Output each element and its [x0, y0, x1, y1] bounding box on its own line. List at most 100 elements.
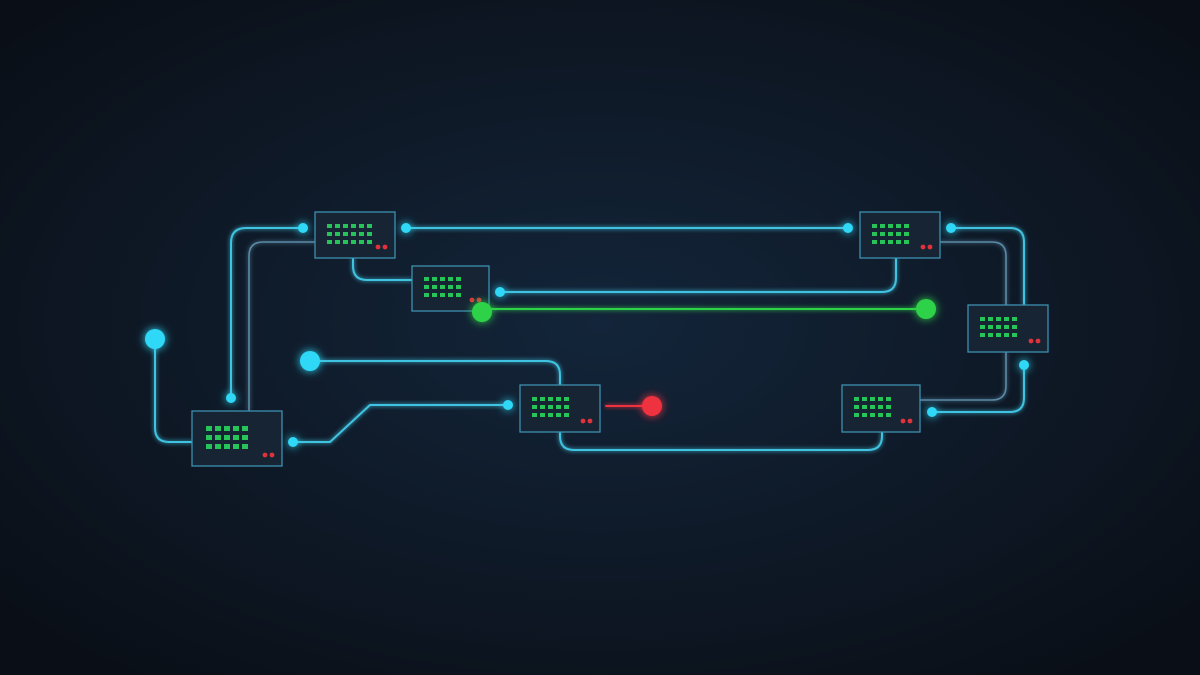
led-cell	[886, 405, 891, 409]
port-dot	[503, 400, 513, 410]
led-cell	[1004, 317, 1009, 321]
endpoint-left[interactable]	[145, 329, 165, 349]
alert-led	[927, 244, 933, 250]
led-grid	[327, 224, 372, 244]
led-cell	[862, 397, 867, 401]
port-dot	[298, 223, 308, 233]
led-cell	[854, 405, 859, 409]
led-cell	[556, 405, 561, 409]
led-cell	[896, 224, 901, 228]
led-cell	[343, 232, 348, 236]
led-cell	[367, 232, 372, 236]
port-dot	[927, 407, 937, 417]
led-cell	[896, 240, 901, 244]
led-cell	[335, 232, 340, 236]
led-cell	[548, 413, 553, 417]
led-grid	[206, 426, 248, 449]
link-endpoint-mid-to-center	[309, 360, 561, 386]
led-cell	[327, 232, 332, 236]
node-bottom-right[interactable]	[841, 384, 921, 433]
led-cell	[980, 325, 985, 329]
port-dot	[288, 437, 298, 447]
led-cell	[224, 444, 230, 449]
led-cell	[980, 317, 985, 321]
node-right[interactable]	[967, 304, 1049, 353]
led-cell	[424, 293, 429, 297]
led-cell	[564, 413, 569, 417]
node-center[interactable]	[519, 384, 601, 433]
led-cell	[233, 426, 239, 431]
led-cell	[440, 293, 445, 297]
link-mid-left-to-top-right	[499, 257, 897, 293]
led-cell	[556, 397, 561, 401]
led-cell	[335, 224, 340, 228]
led-cell	[448, 277, 453, 281]
alert-led	[920, 244, 926, 250]
led-cell	[980, 333, 985, 337]
led-grid	[532, 397, 569, 417]
led-cell	[215, 426, 221, 431]
port-dot	[495, 287, 505, 297]
led-cell	[367, 240, 372, 244]
led-cell	[862, 413, 867, 417]
alert-led	[900, 418, 906, 424]
link-top-left-to-mid-left	[352, 257, 413, 281]
led-cell	[532, 397, 537, 401]
led-cell	[878, 413, 883, 417]
led-cell	[870, 397, 875, 401]
endpoint-red[interactable]	[642, 396, 662, 416]
led-cell	[432, 277, 437, 281]
led-cell	[359, 240, 364, 244]
led-grid	[424, 277, 461, 297]
endpoint-green-right[interactable]	[916, 299, 936, 319]
link-right-to-bottom-right-inner	[919, 241, 1007, 401]
led-cell	[548, 397, 553, 401]
led-cell	[242, 426, 248, 431]
led-cell	[870, 413, 875, 417]
alert-led	[587, 418, 593, 424]
led-cell	[880, 232, 885, 236]
led-cell	[343, 224, 348, 228]
port-dot	[226, 393, 236, 403]
alert-led	[375, 244, 381, 250]
node-top-right[interactable]	[859, 211, 941, 259]
link-top-right-to-right	[950, 227, 1025, 306]
led-cell	[564, 397, 569, 401]
led-cell	[540, 397, 545, 401]
link-bottom-left-to-top-left-outer	[230, 227, 304, 399]
led-cell	[540, 405, 545, 409]
led-cell	[327, 224, 332, 228]
led-cell	[996, 317, 1001, 321]
led-cell	[233, 444, 239, 449]
led-grid	[872, 224, 909, 244]
led-cell	[888, 232, 893, 236]
led-cell	[886, 413, 891, 417]
led-cell	[886, 397, 891, 401]
node-top-left[interactable]	[314, 211, 396, 259]
led-cell	[888, 240, 893, 244]
led-cell	[872, 224, 877, 228]
endpoint-green-left[interactable]	[472, 302, 492, 322]
led-cell	[878, 397, 883, 401]
led-cell	[215, 444, 221, 449]
alert-led	[1028, 338, 1034, 344]
led-grid	[854, 397, 891, 417]
node-mid-left[interactable]	[411, 265, 490, 312]
alert-led	[269, 452, 275, 458]
led-cell	[440, 277, 445, 281]
led-cell	[343, 240, 348, 244]
led-cell	[872, 232, 877, 236]
endpoint-mid[interactable]	[300, 351, 320, 371]
node-bottom-left[interactable]	[191, 410, 283, 467]
link-center-to-bottom-right	[559, 431, 883, 451]
led-cell	[988, 317, 993, 321]
led-cell	[548, 405, 553, 409]
led-cell	[540, 413, 545, 417]
led-cell	[424, 285, 429, 289]
led-cell	[896, 232, 901, 236]
led-cell	[888, 224, 893, 228]
led-cell	[456, 277, 461, 281]
led-cell	[870, 405, 875, 409]
led-cell	[880, 240, 885, 244]
